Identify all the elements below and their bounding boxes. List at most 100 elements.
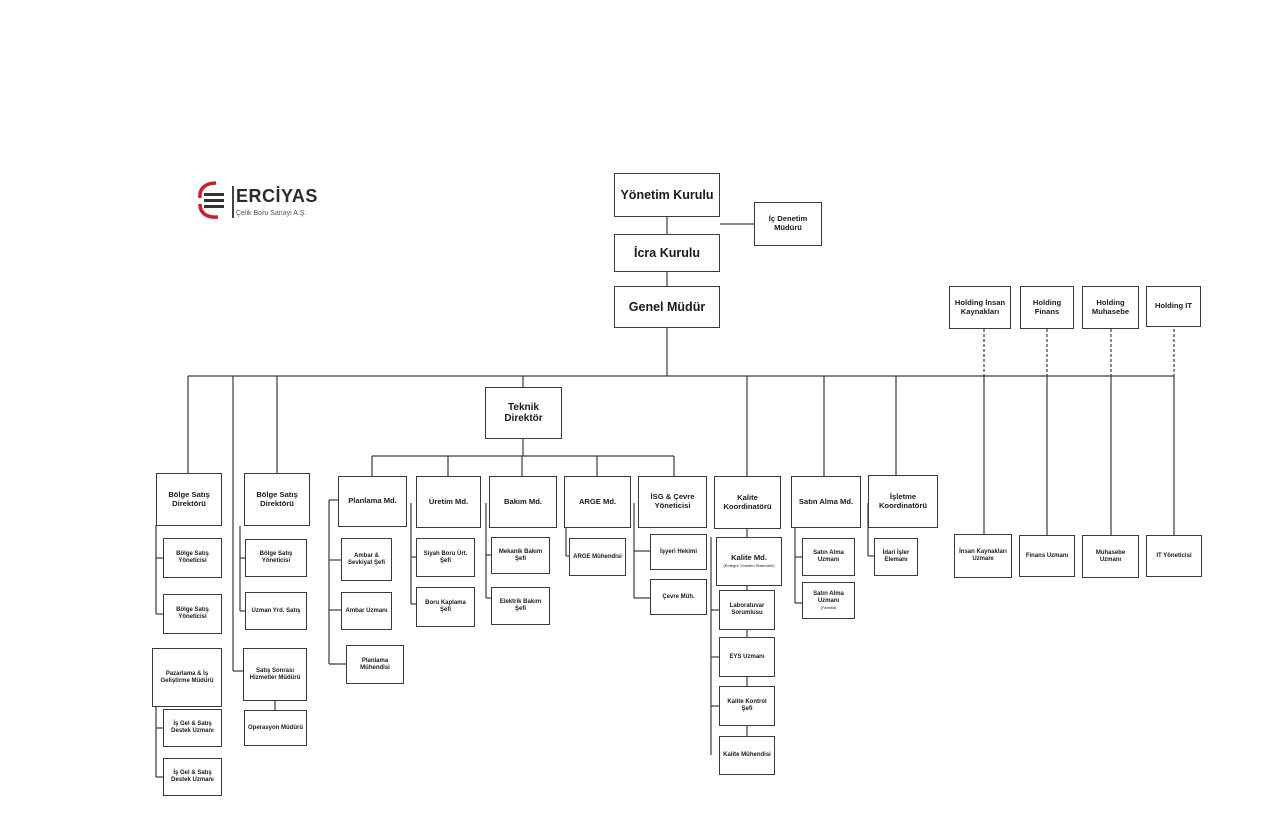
box-label: Çevre Müh.	[662, 593, 695, 600]
box-bolge-satis-yoneticisi-2: Bölge Satış Yöneticisi	[245, 539, 307, 577]
box-label: Laboratuvar Sorumlusu	[729, 603, 765, 616]
box-label: Bölge Satış Direktörü	[256, 489, 298, 508]
box-label: Bölge Satış Yöneticisi	[176, 607, 209, 620]
box-label: Finans Uzmanı	[1025, 552, 1069, 559]
box-label: Ambar Uzmanı	[345, 607, 388, 614]
box-finans-uzmani: Finans Uzmanı	[1019, 535, 1075, 577]
box-label: IT Yöneticisi	[1156, 552, 1192, 559]
box-uretim-md: Üretim Md.	[416, 476, 481, 528]
box-label: İşletme Koordinatörü	[878, 491, 928, 510]
box-mekanik-bakim-sefi: Mekanik Bakım Şefi	[491, 537, 550, 574]
box-bolge-satis-direktoru-1: Bölge Satış Direktörü	[156, 473, 222, 526]
box-label: Bölge Satış Yöneticisi	[259, 551, 293, 564]
box-uzman-yrd-satis: Uzman Yrd. Satış	[245, 592, 307, 630]
box-label: Kalite Kontrol Şefi	[727, 699, 767, 712]
box-kalite-md: Kalite Md. (Entegre Yönetim Sistemleri)	[716, 537, 782, 586]
box-label: İcra Kurulu	[634, 245, 700, 260]
box-label: Pazarlama & İş Geliştirme Müdürü	[160, 670, 214, 684]
box-label: Yönetim Kurulu	[620, 187, 714, 202]
box-muhasebe-uzmani: Muhasebe Uzmanı	[1082, 535, 1139, 578]
box-label: İşyeri Hekimi	[659, 548, 698, 555]
box-genel-mudur: Genel Müdür	[614, 286, 720, 328]
box-label: İdari İşler Elemanı	[882, 550, 910, 563]
box-label: İnsan Kaynakları Uzmanı	[959, 549, 1007, 562]
box-cevre-muh: Çevre Müh.	[650, 579, 707, 615]
box-label: EYS Uzmanı	[729, 653, 765, 660]
box-kalite-koordinatoru: Kalite Koordinatörü	[714, 476, 781, 529]
box-label: İş Gel & Satış Destek Uzmanı	[171, 721, 214, 734]
box-satis-sonrasi-hizmetler: Satış Sonrası Hizmetler Müdürü	[243, 648, 307, 701]
box-kalite-kontrol-sefi: Kalite Kontrol Şefi	[719, 686, 775, 726]
box-label: Kalite Mühendisi	[723, 752, 771, 759]
box-operasyon-mudur: Operasyon Müdürü	[244, 710, 307, 746]
box-label: Muhasebe Uzmanı	[1095, 549, 1126, 563]
box-label: Holding Finans	[1032, 297, 1062, 316]
box-label: Satın Alma Uzmanı	[813, 590, 844, 604]
box-planlama-muhendisi: Planlama Mühendisi	[346, 645, 404, 684]
box-is-gel-satis-destek-2: İş Gel & Satış Destek Uzmanı	[163, 758, 222, 796]
box-label: Teknik Direktör	[504, 401, 543, 425]
box-holding-finans: Holding Finans	[1020, 286, 1074, 329]
box-holding-ik: Holding İnsan Kaynakları	[949, 286, 1011, 329]
box-label: Bakım Md.	[504, 496, 542, 506]
box-label: İç Denetim Müdürü	[768, 214, 808, 232]
box-kalite-muhendisi: Kalite Mühendisi	[719, 736, 775, 775]
box-siyah-boru-sefi: Siyah Boru Ürt. Şefi	[416, 538, 475, 577]
box-yonetim-kurulu: Yönetim Kurulu	[614, 173, 720, 217]
box-label: Kalite Md.	[731, 553, 767, 563]
box-pazarlama-mudur: Pazarlama & İş Geliştirme Müdürü	[152, 648, 222, 707]
box-label: Bölge Satış Direktörü	[168, 489, 210, 508]
company-logo: ERCİYAS Çelik Boru Sanayi A.Ş.	[196, 180, 336, 226]
box-satin-alma-uzmani: Satın Alma Uzmanı	[802, 538, 855, 576]
box-label: Operasyon Müdürü	[247, 724, 303, 731]
box-ic-denetim: İç Denetim Müdürü	[754, 202, 822, 246]
box-label: Planlama Mühendisi	[360, 657, 390, 671]
box-label: ARGE Mühendisi	[573, 553, 622, 560]
box-teknik-direktor: Teknik Direktör	[485, 387, 562, 439]
box-elektrik-bakim-sefi: Elektrik Bakım Şefi	[491, 587, 550, 625]
box-label: ARGE Md.	[578, 496, 617, 506]
box-label: Satış Sonrası Hizmetler Müdürü	[249, 667, 301, 681]
box-arge-md: ARGE Md.	[564, 476, 631, 528]
box-label: Genel Müdür	[628, 299, 706, 314]
box-bolge-satis-yoneticisi-1b: Bölge Satış Yöneticisi	[163, 594, 222, 634]
box-label: Bölge Satış Yöneticisi	[176, 551, 209, 564]
box-label: İSG & Çevre Yöneticisi	[650, 492, 695, 510]
box-ik-uzmani: İnsan Kaynakları Uzmanı	[954, 534, 1012, 578]
box-idari-isler-elemani: İdari İşler Elemanı	[874, 538, 918, 576]
box-ambar-uzmani: Ambar Uzmanı	[341, 592, 392, 630]
box-label: Üretim Md.	[428, 496, 469, 506]
box-isg-cevre-yoneticisi: İSG & Çevre Yöneticisi	[638, 476, 707, 528]
box-label: Satın Alma Md.	[798, 496, 854, 506]
box-sublabel: (Fabrika)	[820, 604, 837, 610]
box-label: Satın Alma Uzmanı	[813, 550, 844, 563]
box-isletme-koordinatoru: İşletme Koordinatörü	[868, 475, 938, 528]
box-bolge-satis-yoneticisi-1a: Bölge Satış Yöneticisi	[163, 538, 222, 578]
box-label: Holding İnsan Kaynakları	[954, 297, 1006, 316]
box-eys-uzmani: EYS Uzmanı	[719, 637, 775, 677]
box-planlama-md: Planlama Md.	[338, 476, 407, 527]
box-satin-alma-md: Satın Alma Md.	[791, 476, 861, 528]
box-label: Uzman Yrd. Satış	[251, 607, 301, 614]
box-isyeri-hekimi: İşyeri Hekimi	[650, 534, 707, 570]
box-label: Holding IT	[1154, 301, 1193, 311]
erciyas-logo-icon	[198, 181, 224, 219]
box-bolge-satis-direktoru-2: Bölge Satış Direktörü	[244, 473, 310, 526]
box-bakim-md: Bakım Md.	[489, 476, 557, 528]
box-label: Holding Muhasebe	[1091, 297, 1130, 316]
box-label: Mekanik Bakım Şefi	[498, 548, 543, 562]
box-label: Siyah Boru Ürt. Şefi	[423, 550, 468, 564]
box-sublabel: (Entegre Yönetim Sistemleri)	[723, 563, 775, 569]
box-arge-muhendisi: ARGE Mühendisi	[569, 538, 626, 576]
box-label: Planlama Md.	[348, 496, 397, 506]
box-it-yoneticisi: IT Yöneticisi	[1146, 535, 1202, 577]
box-ambar-sevkiyat-sefi: Ambar & Sevkiyat Şefi	[341, 538, 392, 581]
box-label: İş Gel & Satış Destek Uzmanı	[171, 770, 214, 783]
logo-name: ERCİYAS	[236, 186, 318, 206]
box-label: Ambar & Sevkiyat Şefi	[347, 552, 386, 566]
logo-tagline: Çelik Boru Sanayi A.Ş.	[236, 210, 307, 217]
box-icra-kurulu: İcra Kurulu	[614, 234, 720, 272]
box-boru-kaplama-sefi: Boru Kaplama Şefi	[416, 587, 475, 627]
box-satin-alma-uzmani-fabrika: Satın Alma Uzmanı (Fabrika)	[802, 582, 855, 619]
